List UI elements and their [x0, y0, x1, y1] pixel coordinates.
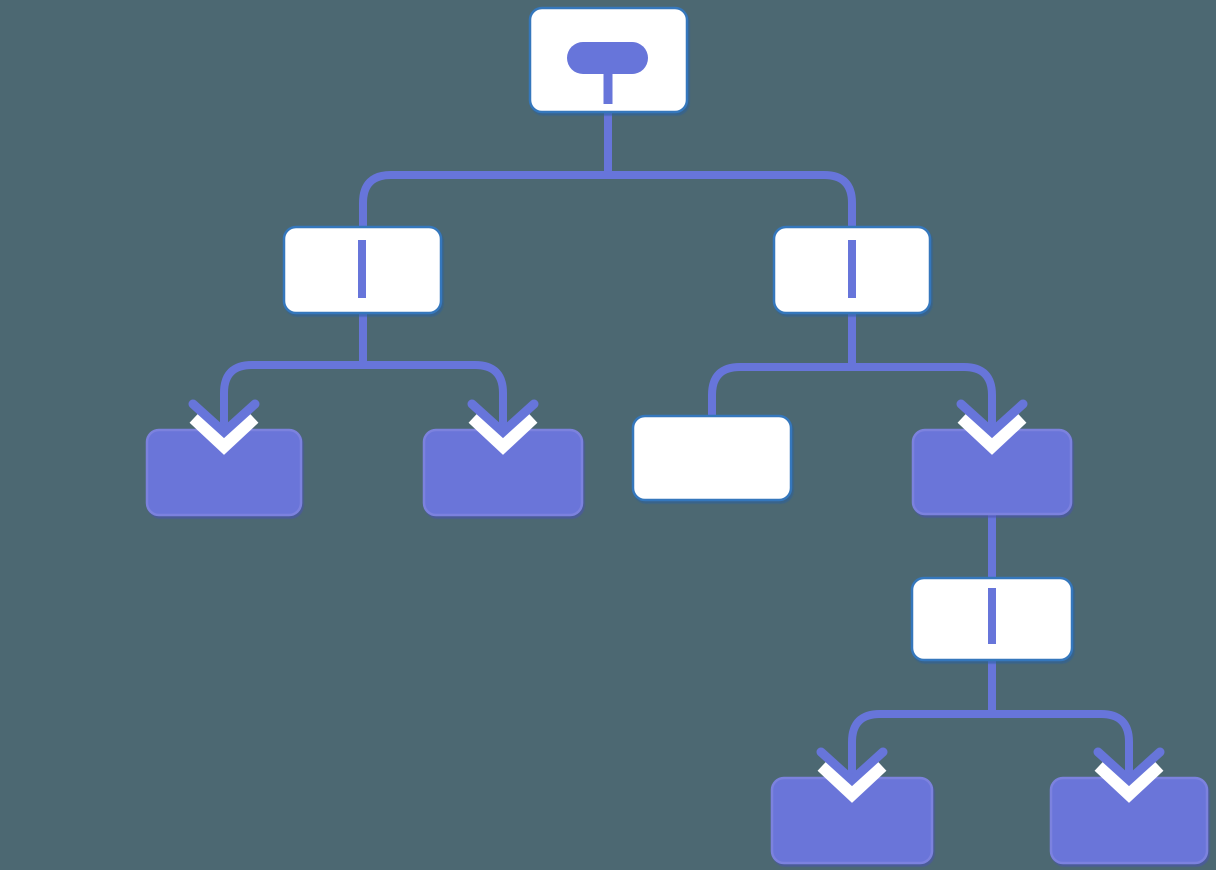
double-chevron-down-icon: [816, 747, 888, 803]
node-branch-left[interactable]: [282, 225, 443, 315]
chevron-purple-stroke: [1093, 747, 1165, 787]
chevron-purple-stroke: [467, 399, 539, 439]
chevron-white-stroke: [817, 761, 887, 803]
chevron-purple-stroke: [956, 399, 1028, 439]
node-root[interactable]: [528, 6, 689, 114]
edge-branch-left-to-leaves: [220, 361, 507, 428]
double-chevron-down-icon: [1093, 747, 1165, 803]
double-chevron-down-icon: [467, 399, 539, 455]
node-branch-bottom[interactable]: [910, 576, 1074, 662]
node-layer: [145, 6, 1209, 865]
chevron-purple-stroke: [816, 747, 888, 787]
node-branch-right[interactable]: [772, 225, 932, 315]
vertical-bar-icon: [358, 240, 366, 298]
chevron-purple-stroke: [188, 399, 260, 439]
chevron-white-stroke: [1094, 761, 1164, 803]
marker-layer: [188, 399, 1165, 803]
vertical-bar-icon: [988, 588, 996, 644]
chevron-white-stroke: [468, 413, 538, 455]
chevron-white-stroke: [957, 413, 1027, 455]
pill-stem-icon: [567, 42, 648, 104]
chevron-white-stroke: [189, 413, 259, 455]
double-chevron-down-icon: [188, 399, 260, 455]
edge-layer: [220, 110, 1133, 776]
node-child-plain[interactable]: [631, 414, 793, 502]
edge-root-to-branches: [359, 171, 856, 230]
double-chevron-down-icon: [956, 399, 1028, 455]
vertical-bar-icon: [848, 240, 856, 298]
pill-shape: [567, 42, 648, 74]
edge-branch-bottom-to-leaves: [848, 710, 1133, 776]
pill-stem: [603, 70, 613, 104]
edge-branch-right-to-children: [708, 363, 996, 428]
